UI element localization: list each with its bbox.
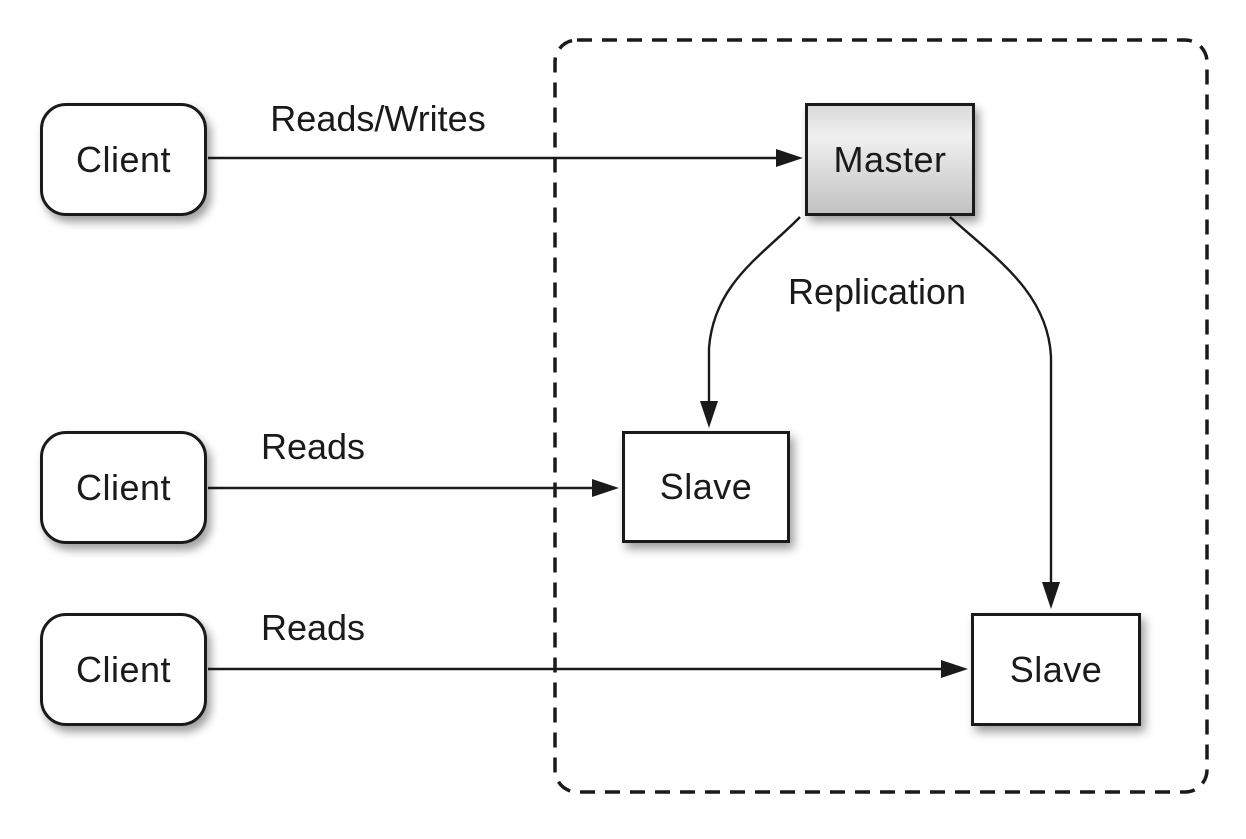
replication-arrow-right-line	[949, 216, 1053, 583]
reads-writes-arrowhead-icon	[776, 149, 803, 167]
slave-node-1-label: Slave	[659, 466, 753, 507]
client-node-2: Client	[40, 431, 207, 544]
reads-mid-arrowhead-icon	[592, 479, 619, 497]
client-node-2-label: Client	[75, 466, 172, 508]
edge-label-reads-writes: Reads/Writes	[270, 98, 486, 139]
slave-node-2: Slave	[971, 613, 1141, 726]
edge-label-reads-bottom: Reads	[260, 607, 366, 648]
slave-node-2-label: Slave	[1009, 648, 1103, 690]
reads-bottom-arrowhead-icon	[941, 660, 968, 678]
replication-arrow-left-head-icon	[700, 401, 718, 428]
replication-arrow-left-line	[707, 216, 801, 402]
edge-label-replication: Replication	[787, 271, 967, 312]
replication-arrow-right-head-icon	[1042, 582, 1060, 609]
client-node-3: Client	[40, 613, 207, 726]
client-node-1-label: Client	[75, 138, 172, 180]
client-node-3-label: Client	[75, 648, 172, 690]
master-node: Master	[805, 103, 975, 216]
slave-node-1: Slave	[622, 431, 790, 543]
master-node-label: Master	[833, 138, 947, 180]
client-node-1: Client	[40, 103, 207, 216]
edge-label-reads-mid: Reads	[260, 426, 366, 467]
replication-group-border	[553, 38, 1209, 794]
